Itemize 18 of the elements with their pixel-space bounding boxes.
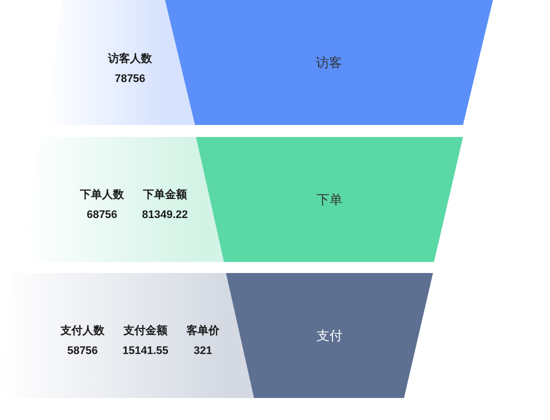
metric-label: 访客人数: [108, 52, 152, 66]
metric-value: 321: [194, 345, 212, 357]
metric-value: 58756: [67, 345, 98, 357]
metric-label: 下单人数: [80, 188, 124, 202]
funnel-segment: [165, 0, 493, 125]
stage-label: 支付: [316, 328, 342, 344]
metric-label: 客单价: [186, 324, 220, 338]
metric-label: 下单金额: [142, 188, 187, 202]
metric-value: 15141.55: [122, 345, 168, 357]
metric-label: 支付金额: [123, 324, 168, 338]
metric-label: 支付人数: [60, 324, 104, 338]
funnel-segment: [196, 137, 463, 262]
stage-label: 下单: [316, 192, 342, 208]
metric-value: 78756: [114, 73, 146, 85]
metric-value: 81349.22: [142, 209, 188, 221]
metric-value: 68756: [86, 209, 118, 221]
funnel-segment: [226, 273, 433, 398]
stage-label: 访客: [316, 54, 342, 72]
